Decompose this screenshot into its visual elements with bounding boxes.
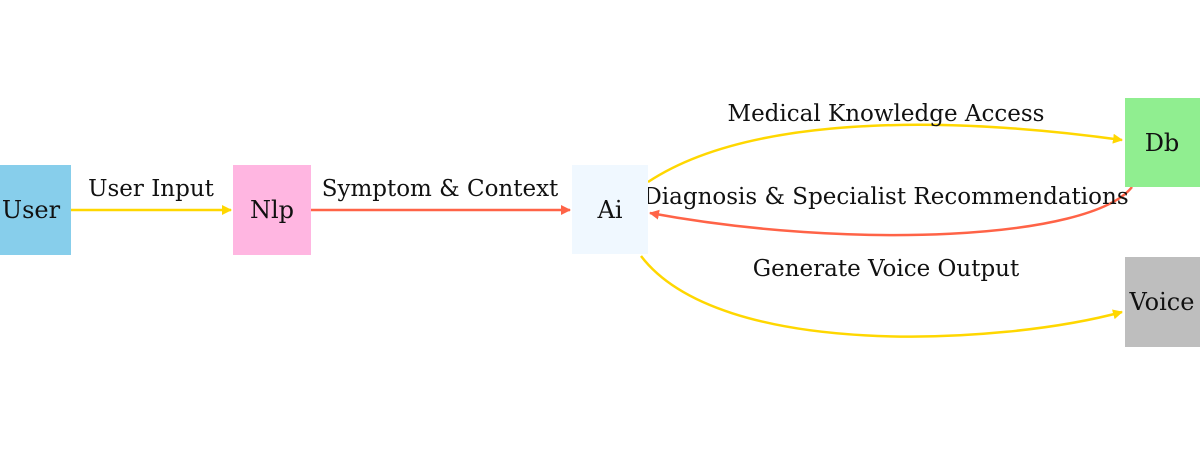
node-box [233, 165, 311, 255]
edge-ai-to-db: Medical Knowledge Access [647, 101, 1123, 184]
node-ai: Ai [572, 165, 648, 254]
edge-label-user-input: User Input [88, 176, 215, 202]
edge-line [647, 123, 1123, 184]
edge-ai-to-voice: Generate Voice Output [640, 255, 1123, 338]
edge-line [649, 186, 1133, 237]
node-nlp: Nlp [233, 165, 311, 255]
node-db: Db [1125, 98, 1200, 187]
node-box [572, 165, 648, 254]
node-label-voice: Voice [1129, 288, 1195, 316]
node-user: User [0, 165, 71, 255]
node-label-user: User [2, 196, 61, 224]
edge-line [640, 255, 1123, 338]
edge-label-diagnosis-recommendations: Diagnosis & Specialist Recommendations [643, 184, 1128, 210]
edge-label-symptom-context: Symptom & Context [322, 176, 559, 202]
edge-label-generate-voice-output: Generate Voice Output [753, 256, 1020, 282]
edge-label-medical-knowledge-access: Medical Knowledge Access [728, 101, 1045, 127]
edge-db-to-ai: Diagnosis & Specialist Recommendations [643, 184, 1133, 237]
node-voice: Voice [1125, 257, 1200, 347]
node-box [1125, 257, 1200, 347]
node-label-ai: Ai [596, 196, 622, 224]
node-label-nlp: Nlp [250, 196, 294, 224]
edge-user-to-nlp: User Input [71, 176, 232, 215]
node-box [1125, 98, 1200, 187]
edge-nlp-to-ai: Symptom & Context [311, 176, 571, 215]
node-label-db: Db [1145, 129, 1180, 157]
node-box [0, 165, 71, 255]
